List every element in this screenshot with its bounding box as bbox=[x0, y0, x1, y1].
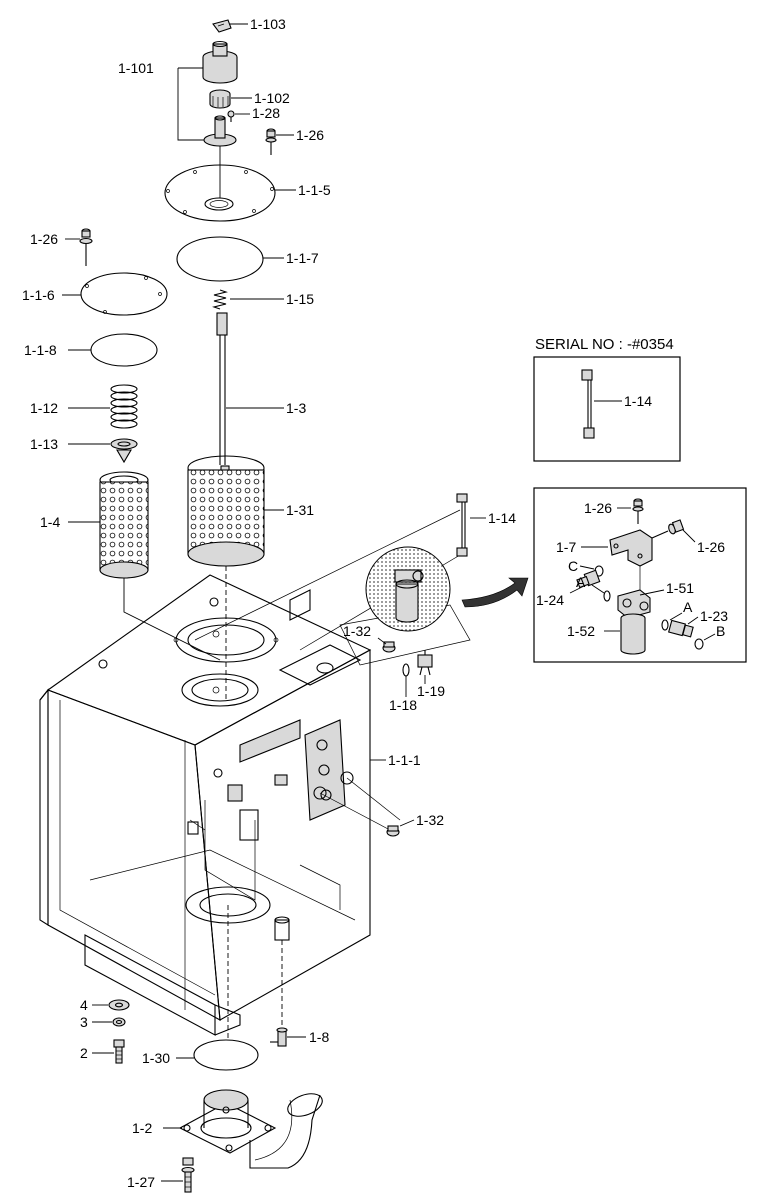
label-1-26-d2: 1-26 bbox=[697, 539, 725, 555]
part-1-26-bolt-detail-1 bbox=[632, 498, 644, 524]
part-1-12-spring bbox=[110, 384, 138, 429]
part-1-13-valve bbox=[110, 438, 138, 464]
part-1-102-nut bbox=[209, 89, 231, 109]
part-1-30-o-ring bbox=[193, 1039, 259, 1071]
part-1-27-bolt bbox=[181, 1157, 195, 1193]
label-1-14: 1-14 bbox=[488, 510, 516, 526]
label-1-30: 1-30 bbox=[142, 1050, 170, 1066]
hydraulic-tank-body bbox=[39, 574, 372, 1036]
part-4-washer bbox=[108, 999, 130, 1011]
part-1-1-8-o-ring bbox=[90, 333, 158, 367]
label-1-32-top: 1-32 bbox=[343, 623, 371, 639]
serial-detail-box bbox=[533, 356, 681, 462]
part-1-31-return-filter bbox=[187, 455, 265, 567]
label-1-24: 1-24 bbox=[536, 592, 564, 608]
part-1-14-level-gauge-serial bbox=[581, 369, 595, 439]
part-1-103-cap bbox=[212, 19, 232, 33]
label-1-26-left: 1-26 bbox=[30, 231, 58, 247]
label-1-12: 1-12 bbox=[30, 400, 58, 416]
label-1-51: 1-51 bbox=[666, 580, 694, 596]
part-1-4-strainer bbox=[99, 471, 149, 579]
part-1-101-breather bbox=[202, 40, 238, 84]
part-1-19-switch bbox=[417, 650, 433, 676]
part-1-26-bolt-detail-2 bbox=[651, 519, 685, 539]
part-1-14-level-gauge bbox=[456, 493, 468, 557]
label-1-13: 1-13 bbox=[30, 436, 58, 452]
part-a-o-ring-1 bbox=[603, 590, 611, 602]
label-1-103: 1-103 bbox=[250, 16, 286, 32]
part-a-o-ring-2 bbox=[661, 619, 669, 631]
label-1-1-7: 1-1-7 bbox=[286, 250, 319, 266]
label-1-14-serial: 1-14 bbox=[624, 393, 652, 409]
label-1-27: 1-27 bbox=[127, 1174, 155, 1190]
part-1-28-screw bbox=[227, 110, 235, 122]
part-1-8-drain-valve bbox=[270, 1027, 288, 1047]
part-1-52-filter-element bbox=[620, 613, 646, 655]
label-b: B bbox=[716, 623, 725, 639]
label-2: 2 bbox=[80, 1045, 88, 1061]
part-1-1-6-gasket-plate bbox=[80, 272, 168, 316]
label-a-1: A bbox=[576, 574, 586, 590]
part-1-2-suction-pipe bbox=[178, 1089, 323, 1169]
label-1-1-1: 1-1-1 bbox=[388, 752, 421, 768]
label-1-18: 1-18 bbox=[389, 697, 417, 713]
label-1-1-5: 1-1-5 bbox=[298, 182, 331, 198]
label-1-2: 1-2 bbox=[132, 1120, 152, 1136]
label-1-31: 1-31 bbox=[286, 502, 314, 518]
part-b-o-ring bbox=[694, 638, 704, 650]
label-1-8: 1-8 bbox=[309, 1029, 329, 1045]
label-1-23: 1-23 bbox=[700, 608, 728, 624]
part-3-lock-washer bbox=[112, 1017, 126, 1027]
label-1-101: 1-101 bbox=[118, 60, 154, 76]
label-1-26-d1: 1-26 bbox=[584, 500, 612, 516]
label-1-7: 1-7 bbox=[556, 539, 576, 555]
detail-lens-filter bbox=[365, 546, 451, 632]
label-c: C bbox=[568, 558, 578, 574]
label-a-2: A bbox=[683, 599, 693, 615]
part-1-32-plug-bottom bbox=[386, 825, 400, 837]
serial-box-title: SERIAL NO : -#0354 bbox=[535, 336, 674, 353]
part-1-3-rod bbox=[216, 312, 228, 465]
part-1-51-head bbox=[617, 589, 651, 619]
part-1-15-spring bbox=[212, 289, 228, 310]
label-1-4: 1-4 bbox=[40, 514, 60, 530]
label-1-1-8: 1-1-8 bbox=[24, 342, 57, 358]
part-1-23-fitting bbox=[668, 619, 694, 638]
part-breather-base bbox=[203, 115, 237, 147]
label-4: 4 bbox=[80, 997, 88, 1013]
label-1-3: 1-3 bbox=[286, 400, 306, 416]
part-1-32-plug-top bbox=[382, 641, 396, 653]
part-1-18-o-ring bbox=[402, 663, 410, 677]
label-1-26-top: 1-26 bbox=[296, 127, 324, 143]
part-1-24-fitting bbox=[576, 569, 601, 589]
label-1-52: 1-52 bbox=[567, 623, 595, 639]
part-1-26-bolt-left bbox=[79, 228, 93, 266]
label-3: 3 bbox=[80, 1014, 88, 1030]
label-1-1-6: 1-1-6 bbox=[22, 287, 55, 303]
detail-arrow bbox=[461, 577, 529, 608]
label-1-32-bottom: 1-32 bbox=[416, 812, 444, 828]
label-1-102: 1-102 bbox=[254, 90, 290, 106]
part-1-1-7-o-ring bbox=[176, 236, 264, 282]
part-2-bolt bbox=[113, 1039, 125, 1064]
label-1-15: 1-15 bbox=[286, 291, 314, 307]
label-1-19: 1-19 bbox=[417, 683, 445, 699]
label-1-28: 1-28 bbox=[252, 105, 280, 121]
part-1-26-bolt-top bbox=[265, 128, 277, 155]
